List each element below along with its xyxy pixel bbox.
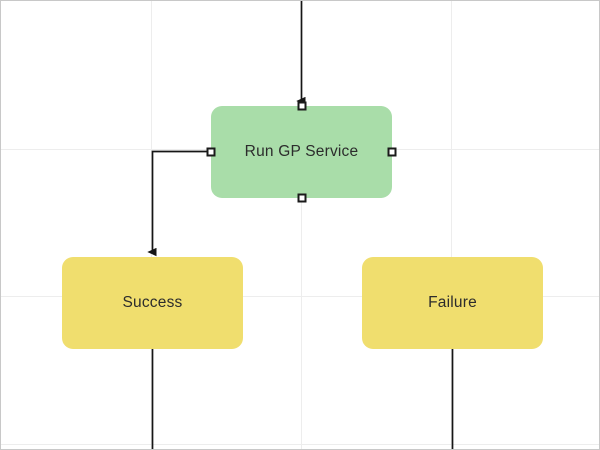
handle-bottom-icon[interactable] — [297, 193, 306, 203]
edge-run-gp-service-to-success[interactable] — [147, 150, 212, 257]
node-label: Failure — [428, 294, 477, 312]
node-failure[interactable]: Failure — [362, 257, 543, 349]
node-label: Run GP Service — [244, 143, 359, 161]
node-run-gp-service[interactable]: Run GP Service — [206, 101, 397, 203]
handle-top-icon[interactable] — [297, 101, 306, 111]
handle-right-icon[interactable] — [387, 147, 397, 157]
node-label: Success — [122, 294, 183, 312]
handle-left-icon[interactable] — [206, 147, 216, 157]
node-success[interactable]: Success — [62, 257, 243, 349]
